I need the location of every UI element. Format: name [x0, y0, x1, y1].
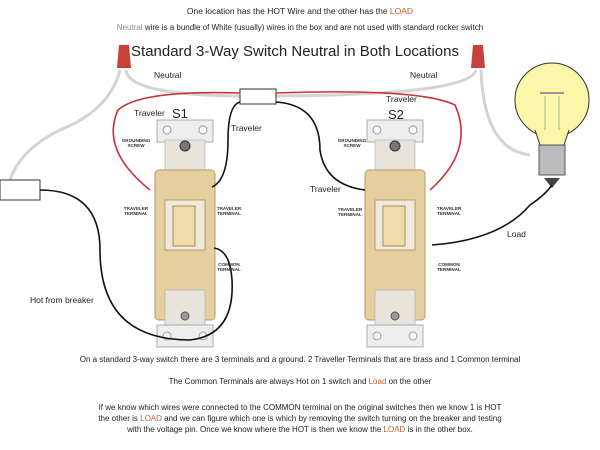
- header-line-2: Neutral wire is a bundle of White (usual…: [117, 23, 483, 32]
- switch-s2: [364, 119, 426, 348]
- traveler-label: Traveler: [134, 108, 165, 118]
- switch-s2-label: S2: [388, 107, 404, 122]
- header-line-1: One location has the HOT Wire and the ot…: [187, 6, 413, 16]
- footer-line-2: The Common Terminals are always Hot on 1…: [169, 377, 432, 386]
- wire-nut-right-icon: [471, 45, 485, 68]
- footer-paragraph-line-1: If we know which wires were connected to…: [99, 403, 502, 412]
- traveler-label: Traveler: [310, 184, 341, 194]
- traveler-red-wires: [112, 91, 462, 191]
- light-bulb-icon: [514, 62, 590, 188]
- source-box: [0, 179, 41, 201]
- black-wires: [39, 101, 553, 341]
- traveler-label: Traveler: [231, 123, 262, 133]
- load-label: Load: [507, 229, 526, 239]
- hot-from-breaker-label: Hot from breaker: [30, 295, 94, 305]
- footer-paragraph-line-3: with the voltage pin. Once we know where…: [126, 425, 473, 434]
- neutral-wires: [8, 69, 531, 181]
- wire-nut-left-icon: [117, 45, 131, 68]
- neutral-label-left: Neutral: [154, 70, 182, 80]
- diagram-title: Standard 3-Way Switch Neutral in Both Lo…: [131, 43, 459, 60]
- junction-box: [239, 88, 277, 105]
- footer-paragraph-line-2: the other is LOAD and we can figure whic…: [98, 414, 501, 423]
- switch-s1: [154, 119, 216, 348]
- traveler-label: Traveler: [386, 94, 417, 104]
- neutral-label-right: Neutral: [410, 70, 438, 80]
- switch-s1-label: S1: [172, 106, 188, 121]
- footer-line-1: On a standard 3-way switch there are 3 t…: [80, 355, 521, 364]
